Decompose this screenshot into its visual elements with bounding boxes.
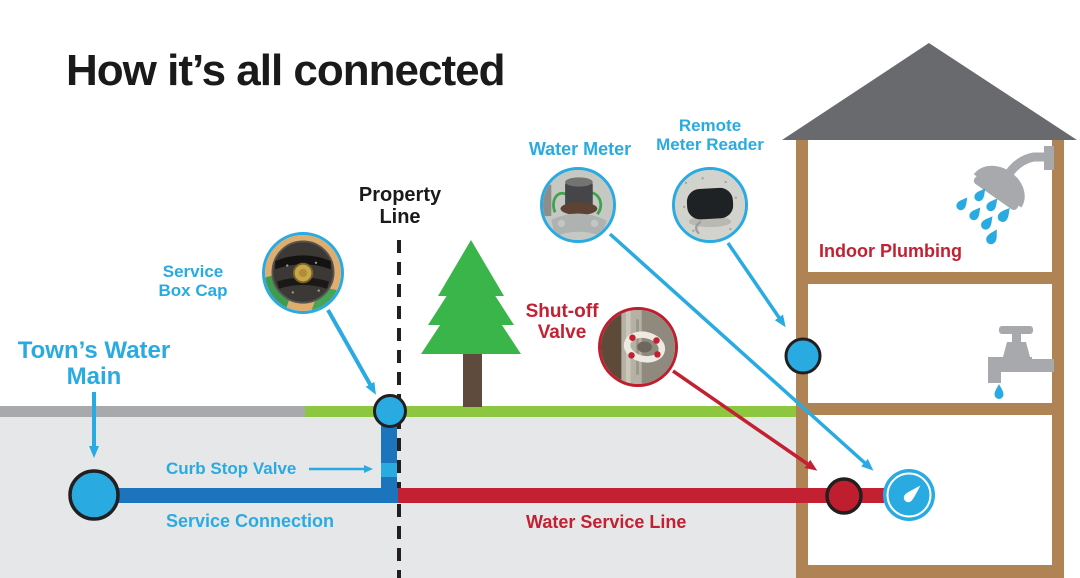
curb-stop-valve-segment — [381, 463, 397, 477]
remote-meter-reader-photo — [672, 167, 748, 243]
property-line-dashed — [397, 240, 401, 578]
label-service-box-cap: Service Box Cap — [147, 262, 239, 300]
label-service-box-cap-line2: Box Cap — [158, 281, 228, 301]
label-shut-off-line1: Shut-off — [525, 301, 599, 322]
remote-meter-reader-photo-art — [675, 170, 745, 240]
label-remote-line1: Remote — [678, 116, 742, 135]
label-service-connection: Service Connection — [166, 511, 335, 531]
label-property-line-line1: Property — [358, 184, 442, 206]
label-shut-off-valve: Shut-off Valve — [512, 301, 612, 344]
house-interior — [796, 140, 1064, 578]
page-title: How it’s all connected — [66, 46, 505, 95]
service-box-riser-pipe — [381, 413, 397, 490]
water-service-line-pipe — [398, 488, 884, 503]
label-shut-off-line2: Valve — [537, 321, 587, 343]
pine-tree-icon — [421, 240, 521, 407]
house-floor-basement — [796, 565, 1064, 578]
arrow-remote-meter-reader — [726, 242, 786, 328]
service-box-cap-photo-art — [265, 235, 341, 311]
label-property-line-line2: Line — [379, 206, 421, 228]
label-remote-line2: Meter Reader — [656, 134, 764, 154]
house-floor-upper — [796, 272, 1064, 284]
house-left-wall — [796, 140, 808, 578]
label-curb-stop-valve: Curb Stop Valve — [166, 459, 297, 478]
label-property-line: Property Line — [345, 184, 455, 228]
service-box-cap-photo — [262, 232, 344, 314]
label-service-box-cap-line1: Service — [162, 262, 224, 281]
arrow-service-box-cap — [326, 309, 376, 395]
label-water-meter: Water Meter — [528, 139, 632, 159]
water-meter-photo — [540, 167, 616, 243]
grass-strip — [305, 406, 796, 417]
house-floor-ground — [796, 403, 1064, 415]
shut-off-valve-photo-art — [601, 310, 675, 384]
label-towns-water-main: Town’s Water Main — [8, 338, 180, 390]
label-water-service-line: Water Service Line — [526, 512, 687, 532]
road-strip — [0, 406, 305, 417]
label-remote-meter-reader: Remote Meter Reader — [648, 116, 772, 154]
label-towns-water-main-line1: Town’s Water — [17, 337, 171, 364]
house-roof — [782, 43, 1077, 140]
service-connection-pipe — [92, 488, 398, 503]
label-indoor-plumbing: Indoor Plumbing — [819, 241, 962, 261]
label-towns-water-main-line2: Main — [66, 362, 122, 390]
house-right-wall — [1052, 140, 1064, 578]
water-meter-photo-art — [543, 170, 613, 240]
